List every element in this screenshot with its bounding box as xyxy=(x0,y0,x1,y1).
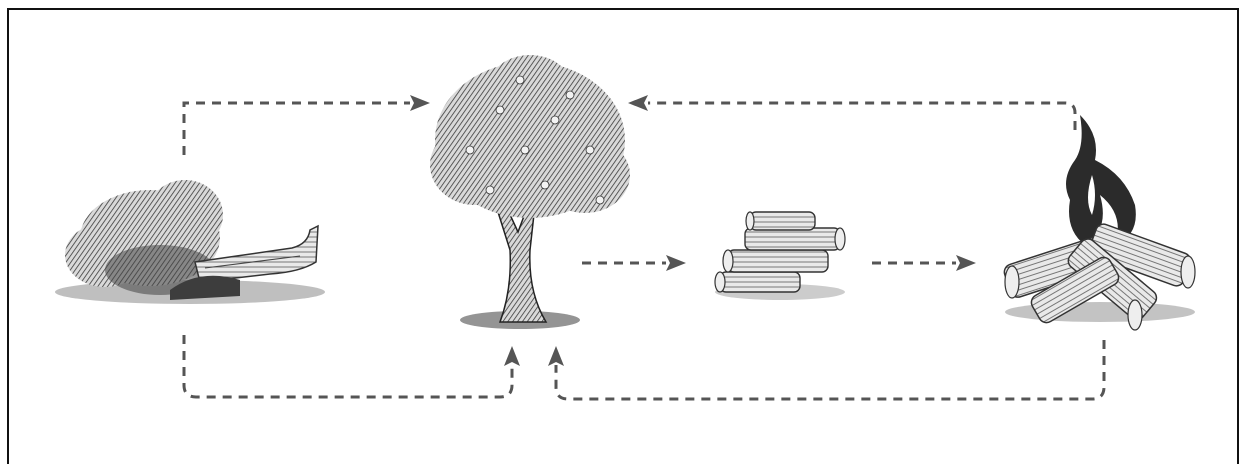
connector-fallen-to-tree-bottom xyxy=(182,335,520,399)
connector-fallen-to-tree-top xyxy=(182,95,430,155)
connector-tree-to-logs xyxy=(582,255,686,271)
cut-logs-illustration xyxy=(714,211,846,300)
diagram-frame xyxy=(7,8,1239,464)
bonfire-illustration xyxy=(1003,115,1196,331)
connector-fire-to-tree-top xyxy=(628,95,1077,130)
tree-illustration xyxy=(430,55,630,329)
fallen-tree-illustration xyxy=(55,180,325,304)
connector-logs-to-fire xyxy=(872,255,976,271)
connector-fire-to-tree-bottom xyxy=(548,340,1106,401)
